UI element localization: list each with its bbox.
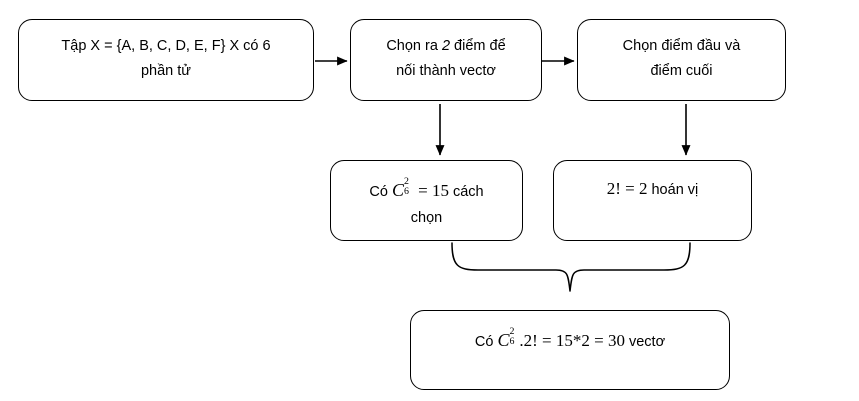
node-choose-start-end-line2: điểm cuối [650, 62, 713, 79]
combination-superscript: 2 [403, 175, 409, 187]
choose-two-points-line1-pre: Chọn ra [386, 38, 442, 54]
node-combination-result-line2: chọn [410, 209, 443, 226]
combination-symbol: C [391, 180, 404, 200]
final-superscript: 2 [509, 325, 515, 337]
node-set-definition-line2: phần tử [140, 62, 192, 79]
final-suffix: vectơ [624, 334, 666, 350]
combination-subscript: 6 [403, 185, 409, 197]
node-permutation-result-line1: 2! = 2 hoán vị [554, 175, 751, 204]
brace-merge-to-final [451, 242, 691, 292]
node-set-definition-line1: Tập X = {A, B, C, D, E, F} X có 6 [61, 38, 271, 54]
node-permutation-result[interactable]: 2! = 2 hoán vị [553, 160, 752, 241]
combination-prefix: Có [369, 184, 392, 200]
node-set-definition[interactable]: Tập X = {A, B, C, D, E, F} X có 6 phần t… [18, 19, 314, 101]
choose-two-points-line1-post: điểm để [450, 38, 506, 54]
final-subscript: 6 [509, 335, 515, 347]
node-choose-start-end[interactable]: Chọn điểm đầu và điểm cuối [577, 19, 786, 101]
final-prefix: Có [474, 334, 498, 350]
node-choose-two-points-line2: nối thành vectơ [396, 62, 496, 79]
permutation-suffix: hoán vị [647, 182, 699, 198]
final-symbol: C [497, 330, 510, 350]
node-choose-two-points[interactable]: Chọn ra 2 điểm để nối thành vectơ [350, 19, 542, 101]
choose-two-points-line1-emphasis: 2 [441, 38, 451, 54]
node-choose-two-points-line1: Chọn ra 2 điểm để [351, 34, 541, 59]
combination-equals: = 15 [413, 181, 449, 200]
permutation-expression: 2! = 2 [606, 179, 648, 198]
final-expression: .2! = 15*2 = 30 [519, 331, 625, 350]
combination-suffix: cách [448, 184, 484, 200]
node-choose-start-end-line1: Chọn điểm đầu và [622, 38, 741, 54]
